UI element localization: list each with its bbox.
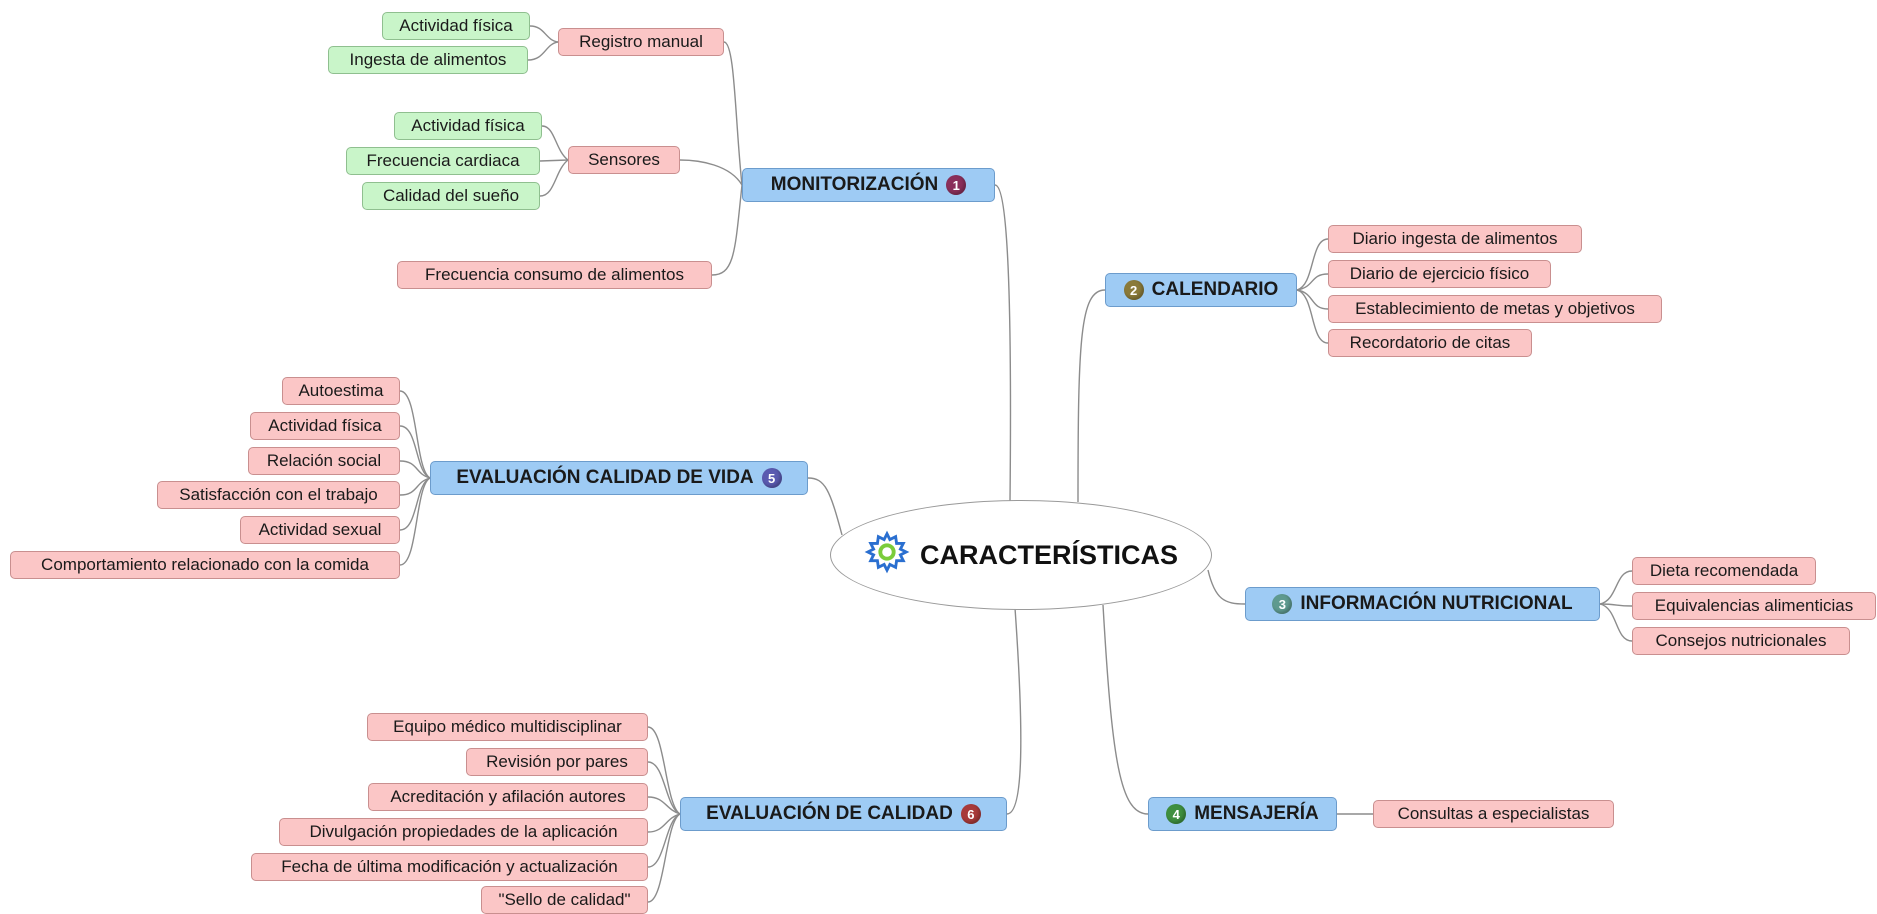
topic-revision-pares[interactable]: Revisión por pares [466,748,648,776]
topic-relacion-social[interactable]: Relación social [248,447,400,475]
topic-label: Diario de ejercicio físico [1349,264,1530,283]
topic-label: Diario ingesta de alimentos [1352,229,1558,248]
topic-label: Establecimiento de metas y objetivos [1355,299,1635,318]
topic-label: Comportamiento relacionado con la comida [41,555,369,574]
topic-actividad-fisica[interactable]: Actividad física [250,412,400,440]
branch-label: INFORMACIÓN NUTRICIONAL [1300,593,1573,614]
subtopic-ingesta-alimentos[interactable]: Ingesta de alimentos [328,46,528,74]
topic-sensores[interactable]: Sensores [568,146,680,174]
subtopic-frecuencia-cardiaca[interactable]: Frecuencia cardiaca [346,147,540,175]
topic-equipo-medico[interactable]: Equipo médico multidisciplinar [367,713,648,741]
branch-evaluacion-calidad[interactable]: EVALUACIÓN DE CALIDAD 6 [680,797,1007,831]
topic-acreditacion[interactable]: Acreditación y afilación autores [368,783,648,811]
priority-6-icon: 6 [960,804,981,824]
subtopic-actividad-fisica[interactable]: Actividad física [394,112,542,140]
topic-label: Actividad física [411,116,525,135]
topic-label: Consejos nutricionales [1655,631,1827,650]
priority-2-icon: 2 [1123,280,1144,300]
topic-label: Registro manual [579,32,703,51]
topic-label: Satisfacción con el trabajo [179,485,378,504]
topic-consultas-especialistas[interactable]: Consultas a especialistas [1373,800,1614,828]
branch-calendario[interactable]: 2 CALENDARIO [1105,273,1297,307]
topic-diario-ingesta[interactable]: Diario ingesta de alimentos [1328,225,1582,253]
topic-label: Acreditación y afilación autores [390,787,626,806]
central-topic[interactable]: CARACTERÍSTICAS [830,500,1212,610]
topic-label: Calidad del sueño [382,186,520,205]
topic-autoestima[interactable]: Autoestima [282,377,400,405]
topic-frecuencia-consumo[interactable]: Frecuencia consumo de alimentos [397,261,712,289]
topic-diario-ejercicio[interactable]: Diario de ejercicio físico [1328,260,1551,288]
priority-4-icon: 4 [1166,804,1187,824]
branch-label: EVALUACIÓN DE CALIDAD [706,803,953,824]
topic-equivalencias[interactable]: Equivalencias alimenticias [1632,592,1876,620]
topic-label: Actividad física [399,16,513,35]
topic-label: Dieta recomendada [1649,561,1799,580]
branch-label: MONITORIZACIÓN [770,174,939,195]
subtopic-actividad-fisica[interactable]: Actividad física [382,12,530,40]
topic-label: Relación social [266,451,382,470]
priority-3-icon: 3 [1272,594,1293,614]
branch-evaluacion-calidad-vida[interactable]: EVALUACIÓN CALIDAD DE VIDA 5 [430,461,808,495]
subtopic-calidad-sueno[interactable]: Calidad del sueño [362,182,540,210]
topic-registro-manual[interactable]: Registro manual [558,28,724,56]
topic-label: Recordatorio de citas [1349,333,1511,352]
topic-divulgacion[interactable]: Divulgación propiedades de la aplicación [279,818,648,846]
topic-consejos[interactable]: Consejos nutricionales [1632,627,1850,655]
topic-label: Frecuencia cardiaca [366,151,520,170]
branch-label: CALENDARIO [1151,279,1279,300]
topic-label: Actividad sexual [258,520,382,539]
topic-sello-calidad[interactable]: "Sello de calidad" [481,886,648,914]
topic-label: Equivalencias alimenticias [1654,596,1854,615]
topic-actividad-sexual[interactable]: Actividad sexual [240,516,400,544]
topic-label: Fecha de última modificación y actualiza… [281,857,618,876]
central-topic-label: CARACTERÍSTICAS [919,539,1178,570]
topic-label: Equipo médico multidisciplinar [393,717,622,736]
priority-1-icon: 1 [946,175,967,195]
topic-label: "Sello de calidad" [498,890,631,909]
topic-fecha-modificacion[interactable]: Fecha de última modificación y actualiza… [251,853,648,881]
topic-label: Autoestima [298,381,384,400]
topic-label: Ingesta de alimentos [349,50,507,69]
topic-recordatorio-citas[interactable]: Recordatorio de citas [1328,329,1532,357]
topic-dieta-recomendada[interactable]: Dieta recomendada [1632,557,1816,585]
topic-metas-objetivos[interactable]: Establecimiento de metas y objetivos [1328,295,1662,323]
priority-5-icon: 5 [761,468,782,488]
topic-comportamiento-comida[interactable]: Comportamiento relacionado con la comida [10,551,400,579]
branch-label: MENSAJERÍA [1194,803,1319,824]
branch-informacion-nutricional[interactable]: 3 INFORMACIÓN NUTRICIONAL [1245,587,1600,621]
topic-label: Actividad física [268,416,382,435]
branch-mensajeria[interactable]: 4 MENSAJERÍA [1148,797,1337,831]
topic-label: Consultas a especialistas [1397,804,1590,823]
topic-label: Sensores [588,150,660,169]
branch-label: EVALUACIÓN CALIDAD DE VIDA [456,467,754,488]
topic-satisfaccion-trabajo[interactable]: Satisfacción con el trabajo [157,481,400,509]
gear-icon [864,529,910,582]
branch-monitorizacion[interactable]: MONITORIZACIÓN 1 [742,168,995,202]
topic-label: Frecuencia consumo de alimentos [425,265,684,284]
topic-label: Revisión por pares [486,752,628,771]
topic-label: Divulgación propiedades de la aplicación [309,822,618,841]
